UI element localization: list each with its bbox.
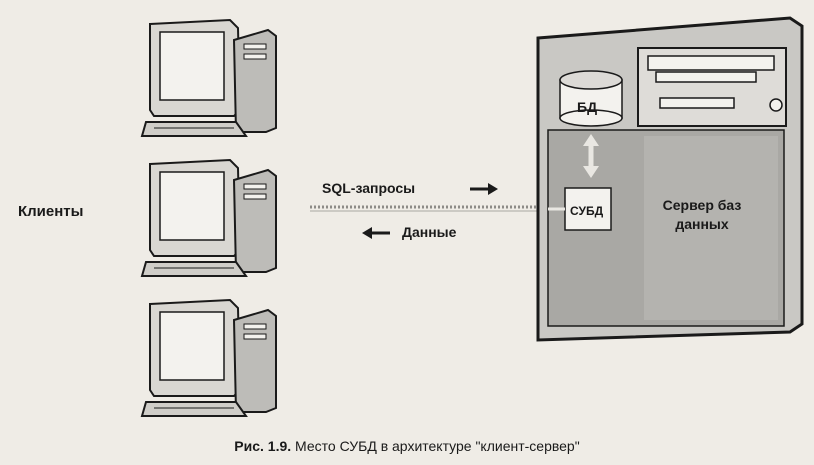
server-label: Сервер баз данных xyxy=(662,197,742,232)
clients-label: Клиенты xyxy=(18,203,84,220)
caption-prefix: Рис. 1.9. xyxy=(234,438,292,454)
client-computer-icon xyxy=(141,19,277,137)
server-tower-icon xyxy=(536,16,804,342)
database-cylinder-icon xyxy=(559,70,623,127)
database-label: БД xyxy=(577,99,598,115)
caption-text: Место СУБД в архитектуре "клиент-сервер" xyxy=(291,438,580,454)
sql-requests-label: SQL-запросы xyxy=(322,180,416,196)
data-label: Данные xyxy=(402,224,457,240)
dbms-box xyxy=(564,187,612,231)
client-computer-icon xyxy=(141,159,277,277)
right-arrow-icon xyxy=(470,183,498,195)
figure-caption: Рис. 1.9. Место СУБД в архитектуре "клие… xyxy=(0,438,814,454)
dbms-label: СУБД xyxy=(570,204,604,218)
double-arrow-icon xyxy=(583,134,599,178)
client-computer-icon xyxy=(141,299,277,417)
left-arrow-icon xyxy=(362,227,390,239)
